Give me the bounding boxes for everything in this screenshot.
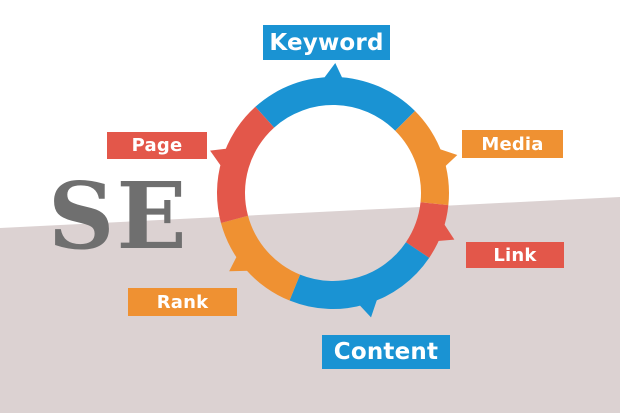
ring-segment-media xyxy=(395,110,449,206)
ring-segment-rank xyxy=(220,215,301,301)
label-media: Media xyxy=(462,130,563,158)
ring-arrow-tip-icon xyxy=(210,148,229,168)
label-page: Page xyxy=(107,132,207,159)
seo-title-fragment: SE xyxy=(48,162,189,270)
ring-segment-keyword xyxy=(255,77,416,131)
ring-segment-content xyxy=(289,242,430,309)
ring-arrow-tip-icon xyxy=(436,222,455,242)
ring-arrow-tip-icon xyxy=(323,63,343,80)
label-content: Content xyxy=(322,335,450,369)
ring-arrow-tip-icon xyxy=(358,297,378,318)
label-keyword: Keyword xyxy=(263,25,390,60)
ring-segment-link xyxy=(405,202,449,258)
label-rank: Rank xyxy=(128,288,237,316)
ring-arrow-tip-icon xyxy=(229,255,250,272)
ring-arrow-tip-icon xyxy=(437,148,458,168)
label-link: Link xyxy=(466,242,564,268)
ring-segment-page xyxy=(217,106,275,224)
